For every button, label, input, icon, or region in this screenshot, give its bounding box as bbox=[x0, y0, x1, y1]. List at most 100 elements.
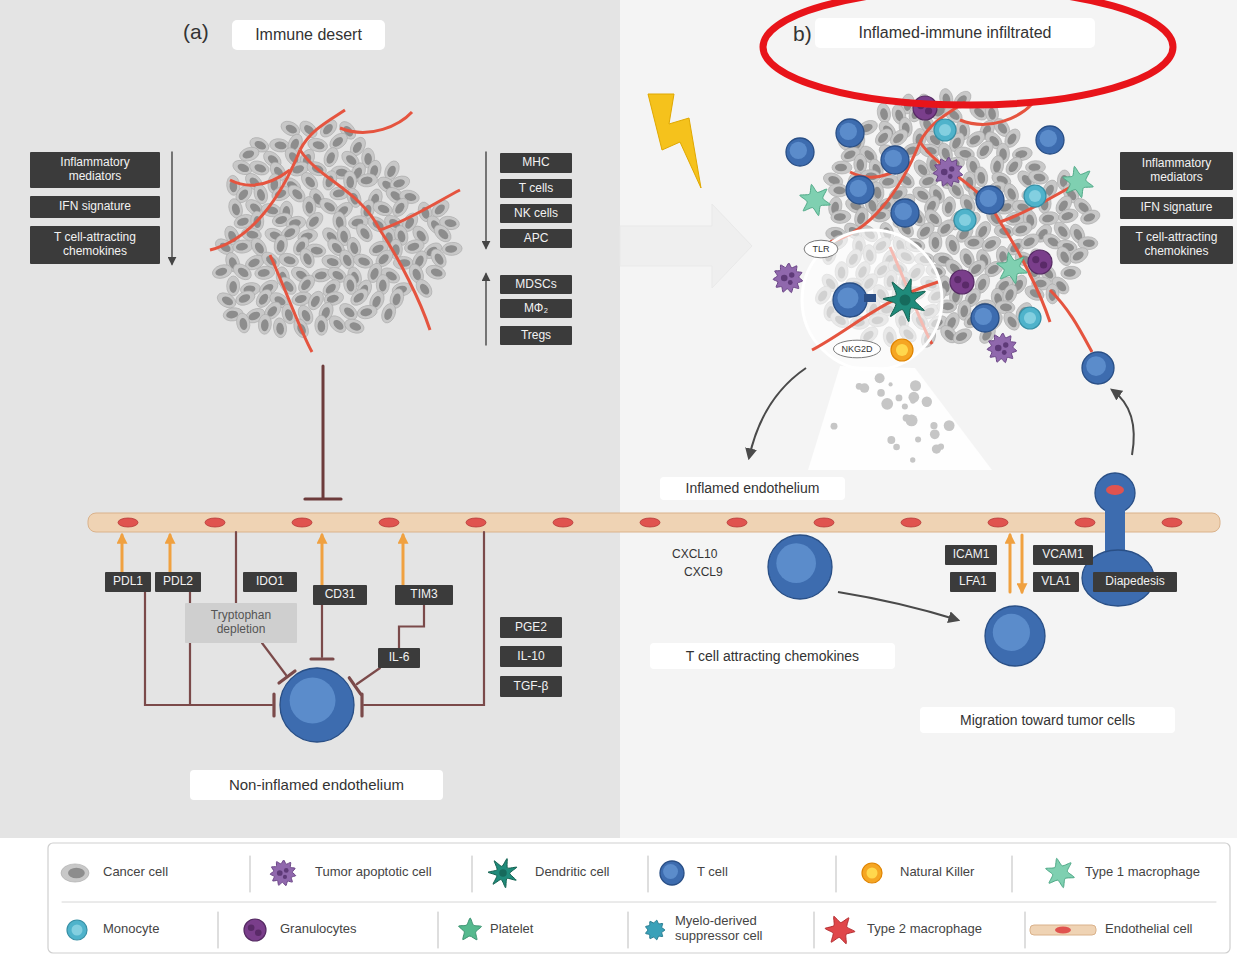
legend-label: T cell bbox=[697, 865, 817, 880]
cell-nucleus bbox=[379, 279, 387, 291]
cell-nucleus bbox=[430, 267, 444, 278]
nk-cell bbox=[891, 339, 913, 361]
marker-box: PGE2 bbox=[500, 617, 562, 638]
node-text: NK cells bbox=[514, 207, 558, 221]
endothelial-nucleus bbox=[553, 518, 573, 527]
cell-body bbox=[234, 288, 258, 308]
cancer-cell bbox=[424, 263, 447, 281]
vessel bbox=[830, 142, 920, 242]
cell-nucleus bbox=[312, 140, 325, 150]
vessel bbox=[210, 150, 300, 250]
granulocyte bbox=[913, 96, 937, 120]
legend-label: Platelet bbox=[490, 922, 620, 937]
cell-body bbox=[442, 242, 463, 257]
monocyte-body bbox=[1024, 185, 1046, 207]
cancer-cell bbox=[234, 288, 258, 308]
cell-body bbox=[235, 312, 251, 334]
node-text: VCAM1 bbox=[1042, 548, 1083, 562]
node-text: LFA1 bbox=[959, 575, 987, 589]
t-cell bbox=[836, 119, 864, 147]
cancer-cell bbox=[356, 304, 378, 321]
t-cell-nucleus bbox=[663, 864, 678, 879]
dendritic-nucleus bbox=[499, 869, 507, 877]
node-text: Inflammatory mediators bbox=[1124, 157, 1229, 185]
cell-nucleus bbox=[307, 215, 321, 229]
macrophage-body bbox=[997, 252, 1028, 283]
cell-nucleus bbox=[237, 293, 251, 305]
endothelium-sample bbox=[1030, 925, 1096, 935]
marker-box: LFA1 bbox=[950, 572, 996, 592]
inhibition-bar bbox=[360, 694, 363, 716]
monocyte-body bbox=[67, 920, 87, 940]
monocyte bbox=[67, 920, 87, 940]
t-cell-nucleus bbox=[1040, 130, 1057, 147]
cancer-cell bbox=[235, 312, 251, 334]
cancer-cell bbox=[929, 232, 943, 252]
cancer-cell bbox=[273, 234, 289, 256]
cell-nucleus bbox=[317, 320, 325, 332]
node-text: IFN signature bbox=[59, 200, 131, 214]
cell-nucleus bbox=[331, 135, 345, 148]
cancer-cell bbox=[314, 315, 328, 336]
vessel bbox=[300, 150, 380, 230]
legend-separator bbox=[628, 912, 629, 948]
increase-arrow bbox=[485, 274, 486, 345]
t-cell bbox=[881, 146, 909, 174]
endothelial-nucleus bbox=[901, 518, 921, 527]
endothelium-band bbox=[88, 513, 1220, 532]
cell-nucleus bbox=[833, 186, 846, 194]
tumor-mass bbox=[812, 87, 1102, 349]
factor-dot bbox=[915, 437, 921, 443]
legend-label: Dendritic cell bbox=[535, 865, 645, 880]
marker-box: VLA1 bbox=[1033, 572, 1079, 592]
factor-dot bbox=[910, 457, 915, 462]
granulocyte-lobe bbox=[962, 281, 969, 288]
t-cell-nucleus bbox=[980, 190, 997, 207]
dendritic-cell bbox=[883, 279, 925, 322]
macrophage-body bbox=[825, 916, 855, 943]
cell-nucleus bbox=[236, 242, 249, 251]
inhibition-line bbox=[364, 532, 484, 705]
cell-nucleus bbox=[977, 171, 986, 184]
factor-dot bbox=[922, 397, 932, 407]
factor-dot bbox=[938, 443, 944, 449]
cell-nucleus bbox=[239, 317, 249, 330]
t-cell-nucleus bbox=[850, 180, 867, 197]
t-cell-nucleus bbox=[993, 614, 1030, 651]
node-text: IL-10 bbox=[517, 650, 544, 664]
expression-arrow bbox=[402, 535, 405, 585]
inhibition-line bbox=[235, 532, 237, 603]
t-cell bbox=[280, 668, 354, 742]
cell-body bbox=[357, 173, 378, 188]
t-cell-nucleus bbox=[776, 543, 816, 583]
cell-nucleus bbox=[274, 141, 287, 150]
nk-nucleus bbox=[867, 868, 878, 879]
vessel bbox=[1050, 290, 1092, 352]
panel-letter: b) bbox=[793, 22, 812, 46]
legend-separator bbox=[472, 856, 473, 892]
cell-nucleus bbox=[942, 303, 954, 311]
cell-nucleus bbox=[331, 318, 345, 332]
platelet bbox=[459, 918, 482, 940]
cell-nucleus bbox=[247, 257, 261, 269]
adhesion-arrow bbox=[1009, 535, 1012, 592]
cell-nucleus bbox=[276, 322, 285, 335]
vessel bbox=[230, 170, 290, 185]
chemokine-label: CXCL10 bbox=[672, 548, 717, 562]
apoptotic-fragment bbox=[941, 169, 948, 176]
cancer-cell bbox=[832, 161, 852, 174]
cell-nucleus bbox=[256, 188, 267, 202]
highlight-ellipse bbox=[763, 0, 1173, 105]
left-panel bbox=[0, 0, 620, 838]
cell-nucleus bbox=[1006, 132, 1019, 146]
cell-nucleus bbox=[305, 201, 314, 214]
t-cell bbox=[786, 138, 814, 166]
factor-dot bbox=[893, 444, 900, 451]
endothelial-nucleus bbox=[292, 518, 312, 527]
node-text: T cell attracting chemokines bbox=[686, 648, 859, 664]
marker-box: APC bbox=[500, 229, 572, 248]
cell-body bbox=[232, 239, 253, 254]
node-text: MDSCs bbox=[515, 278, 556, 292]
cancer-cell bbox=[431, 222, 454, 245]
